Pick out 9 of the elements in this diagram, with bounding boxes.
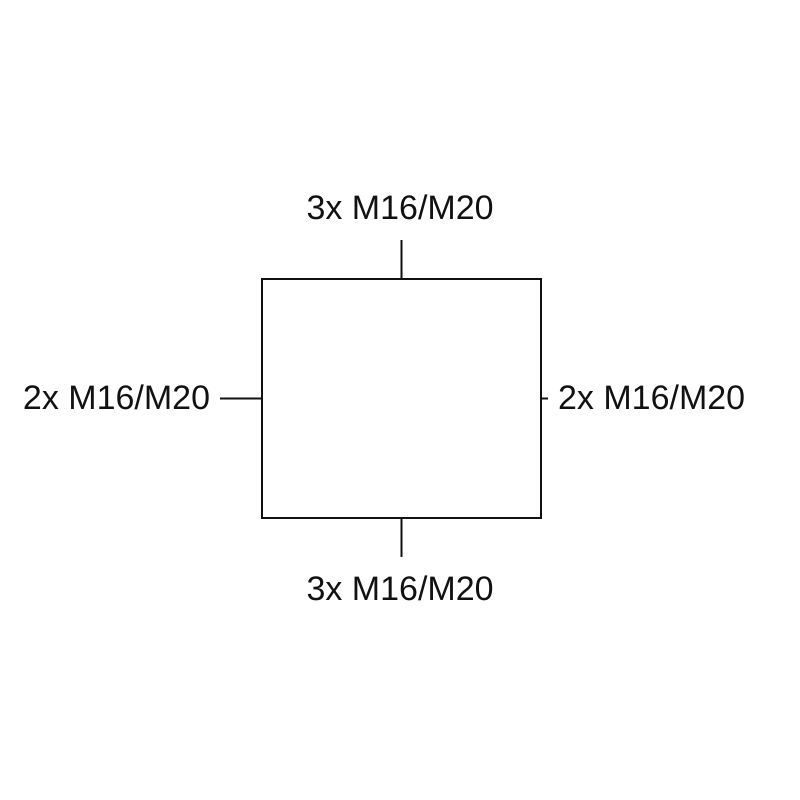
enclosure-outline: [261, 278, 542, 519]
port-label: 2x M16/M20: [0, 378, 220, 418]
port-label: 3x M16/M20: [300, 557, 500, 609]
leader-line: [400, 519, 402, 557]
port-label: 2x M16/M20: [548, 378, 788, 418]
port-label: 3x M16/M20: [300, 188, 500, 240]
leader-line: [400, 240, 402, 278]
leader-line: [220, 398, 261, 400]
leader-line: [542, 398, 548, 400]
